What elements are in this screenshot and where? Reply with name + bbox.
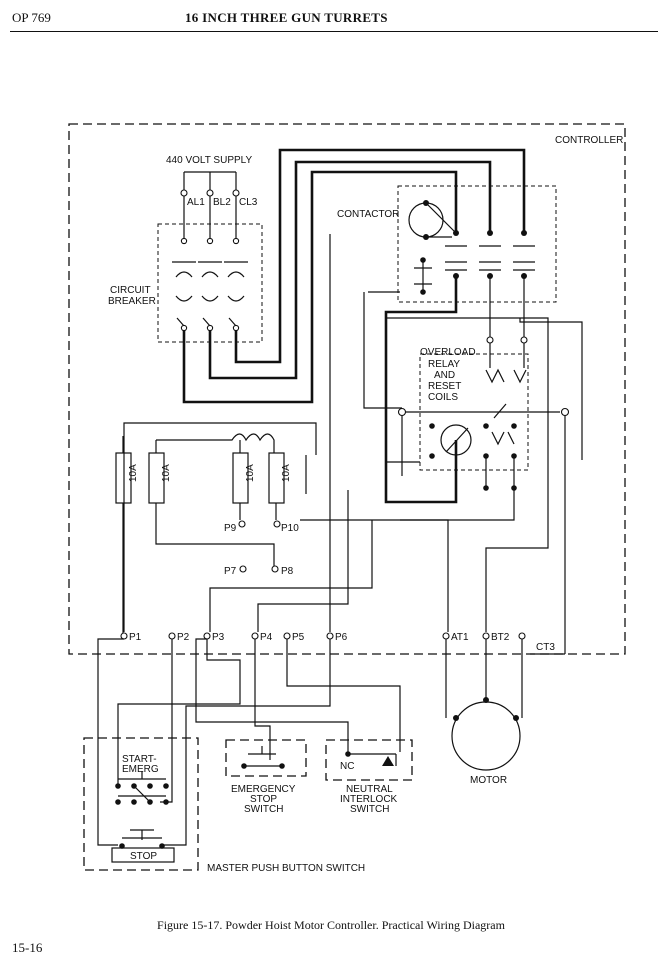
neutral-interlock-label-1: NEUTRAL [346,784,393,795]
circuit-breaker-poles [172,196,248,332]
start-emergency-button [115,771,169,805]
terminal-label-p9: P9 [224,523,237,534]
motor-label: MOTOR [470,775,507,786]
emergency-stop-contacts [241,746,285,769]
control-wiring [123,234,583,632]
control-fuses [115,433,285,636]
terminal-label-at1: AT1 [451,632,469,643]
terminal-label-al1: AL1 [187,197,205,208]
overload-label-2: RELAY [428,359,460,370]
terminal-label-p6: P6 [335,632,348,643]
circuit-breaker-label-2: BREAKER [108,296,156,307]
terminal-label-bl2: BL2 [213,197,231,208]
terminal-label-p2: P2 [177,632,190,643]
neutral-interlock-contacts [345,751,397,766]
emergency-stop-label-1: EMERGENCY [231,784,296,795]
fuse-label-2: 10A [161,464,172,482]
bottom-terminal-row [120,632,526,640]
terminal-label-p10: P10 [281,523,299,534]
supply-label: 440 VOLT SUPPLY [166,155,252,166]
contactor-coil [408,202,444,238]
terminal-label-p5: P5 [292,632,305,643]
neutral-interlock-label-3: SWITCH [350,804,389,815]
terminal-label-bt2: BT2 [491,632,510,643]
supply-terminals [180,171,240,197]
terminal-label-cl3: CL3 [239,197,258,208]
overload-label-3: AND [434,370,455,381]
emergency-stop-switch-box [225,739,307,777]
master-push-button-label: MASTER PUSH BUTTON SWITCH [207,863,365,874]
contactor-box [397,185,557,303]
terminal-label-p1: P1 [129,632,142,643]
figure-caption: Figure 15-17. Powder Hoist Motor Control… [157,918,505,932]
nc-label: NC [340,761,354,772]
overload-label-1: OVERLOAD [420,347,476,358]
fuse-label-3: 10A [245,464,256,482]
contactor-label: CONTACTOR [337,209,399,220]
terminal-label-p3: P3 [212,632,225,643]
neutral-interlock-switch-box [325,739,413,781]
header-rule [10,31,658,32]
overload-label-4: RESET [428,381,461,392]
stop-label: STOP [130,851,157,862]
main-power-conductors [182,148,526,404]
controller-enclosure [68,123,626,655]
terminal-label-ct3: CT3 [536,642,555,653]
overload-label-5: COILS [428,392,458,403]
emergency-stop-label-2: STOP [250,794,277,805]
page-number: 15-16 [12,940,43,955]
stop-button [119,829,165,849]
emergency-stop-label-3: SWITCH [244,804,283,815]
fuse-label-1: 10A [128,464,139,482]
load-conductors [384,278,528,504]
external-wiring [97,632,566,846]
terminal-label-p8: P8 [281,566,294,577]
controller-label: CONTROLLER [555,135,623,146]
start-label-1: START- [122,754,157,765]
header-title: 16 INCH THREE GUN TURRETS [185,10,388,25]
circuit-breaker-label-1: CIRCUIT [110,285,151,296]
motor [451,697,521,771]
start-label-2: EMERG [122,764,159,775]
contactor-main-contacts [425,202,535,279]
terminal-label-p7: P7 [224,566,237,577]
stop-label-box [111,847,175,863]
neutral-interlock-label-2: INTERLOCK [340,794,398,805]
master-push-button-box [83,737,199,871]
fuse-label-4: 10A [281,464,292,482]
terminal-label-p4: P4 [260,632,273,643]
overload-relay-elements [397,368,570,491]
header-document-number: OP 769 [12,10,51,25]
contactor-auxiliary-contact [414,257,432,295]
